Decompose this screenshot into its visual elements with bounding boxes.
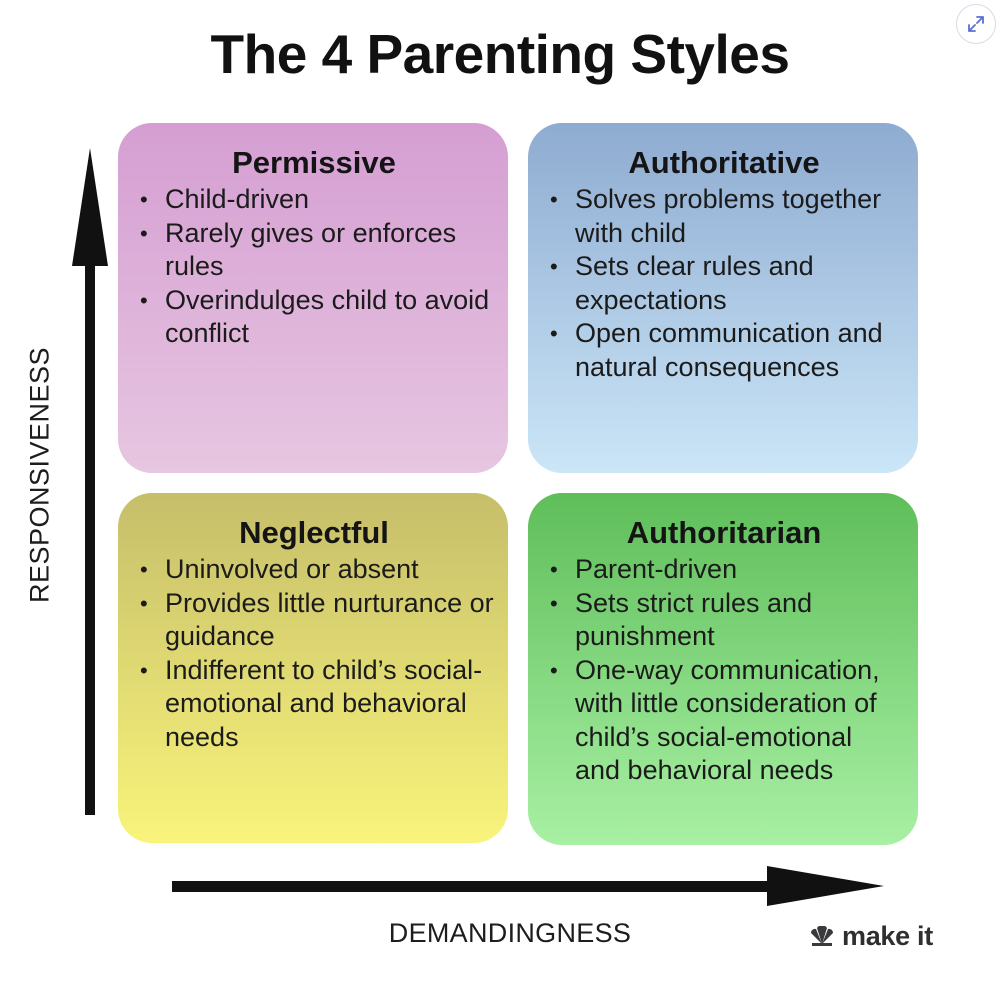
quadrant-neglectful: Neglectful Uninvolved or absent Provides… (118, 493, 508, 843)
quadrant-title: Neglectful (239, 515, 389, 550)
bullet-list: Solves problems together with child Sets… (544, 183, 904, 384)
list-item: Overindulges child to avoid conflict (134, 284, 494, 351)
quadrant-authoritarian: Authoritarian Parent-driven Sets strict … (528, 493, 918, 845)
makeit-logo: make it (808, 920, 933, 952)
y-axis-arrow (72, 148, 108, 815)
quadrant-title: Authoritarian (626, 515, 822, 550)
list-item: Parent-driven (544, 553, 904, 587)
list-item: Sets strict rules and punishment (544, 587, 904, 654)
list-item: Open communication and natural consequen… (544, 317, 904, 384)
list-item: Solves problems together with child (544, 183, 904, 250)
quadrant-authoritative: Authoritative Solves problems together w… (528, 123, 918, 473)
list-item: Provides little nurturance or guidance (134, 587, 494, 654)
expand-button[interactable] (956, 4, 996, 44)
bullet-list: Parent-driven Sets strict rules and puni… (544, 553, 904, 788)
list-item: Uninvolved or absent (134, 553, 494, 587)
y-axis-label: RESPONSIVENESS (24, 346, 55, 604)
bullet-list: Uninvolved or absent Provides little nur… (134, 553, 494, 754)
expand-arrows-icon (968, 16, 984, 32)
list-item: One-way communication, with little consi… (544, 654, 904, 788)
x-axis-label: DEMANDINGNESS (388, 918, 632, 948)
bullet-list: Child-driven Rarely gives or enforces ru… (134, 183, 494, 351)
quadrant-title: Permissive (232, 145, 396, 180)
page-title: The 4 Parenting Styles (210, 23, 790, 85)
list-item: Rarely gives or enforces rules (134, 217, 494, 284)
quadrant-title: Authoritative (628, 145, 820, 180)
list-item: Sets clear rules and expectations (544, 250, 904, 317)
quadrant-permissive: Permissive Child-driven Rarely gives or … (118, 123, 508, 473)
list-item: Child-driven (134, 183, 494, 217)
x-axis-arrow (172, 866, 884, 906)
logo-text: make it (842, 920, 933, 951)
nbc-peacock-icon (810, 926, 834, 946)
list-item: Indifferent to child’s social-emotional … (134, 654, 494, 755)
